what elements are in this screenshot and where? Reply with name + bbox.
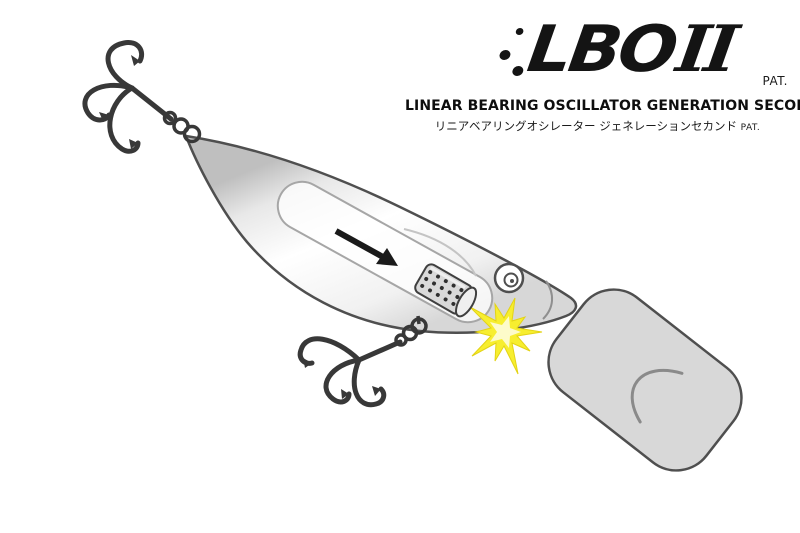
hook-barb [372,386,381,396]
cutaway-edge [403,228,477,277]
eye [493,262,525,294]
logo-dot-icon [498,50,511,60]
belly-treble-hook [297,336,403,408]
hook-barb [129,139,138,149]
title-japanese: リニアベアリングオシレーター ジェネレーションセカンド PAT. [405,118,790,134]
lip-detail-curve [630,368,684,424]
header: LBOII PAT. LINEAR BEARING OSCILLATOR GEN… [405,10,800,134]
logo-dot-icon [511,66,524,76]
title-english: LINEAR BEARING OSCILLATOR GENERATION SEC… [405,98,800,114]
logo-block: LBOII PAT. [405,10,790,98]
bearing-dots [420,270,464,306]
title-japanese-pat: PAT. [740,123,761,133]
logo-pat-label: PAT. [762,74,788,88]
shoulder-line [542,280,553,320]
hook-barb [303,358,312,368]
logo-numeral: II [671,12,739,87]
impact-flash [469,297,543,375]
bearing-weight [414,263,478,318]
logo-dot-icon [514,28,524,35]
hook-barb [341,389,349,399]
diving-lip [547,288,743,472]
hook-barb [99,112,109,121]
belly-split-rings [394,317,428,347]
lbo-logo: LBOII [486,10,739,90]
hook-barb [131,55,140,66]
title-japanese-text: リニアベアリングオシレーター ジェネレーションセカンド [434,119,737,133]
tail-treble-hook [82,40,174,154]
direction-arrow-icon [334,228,398,266]
tail-split-rings [162,110,202,144]
logo-text: LBO [522,13,679,87]
